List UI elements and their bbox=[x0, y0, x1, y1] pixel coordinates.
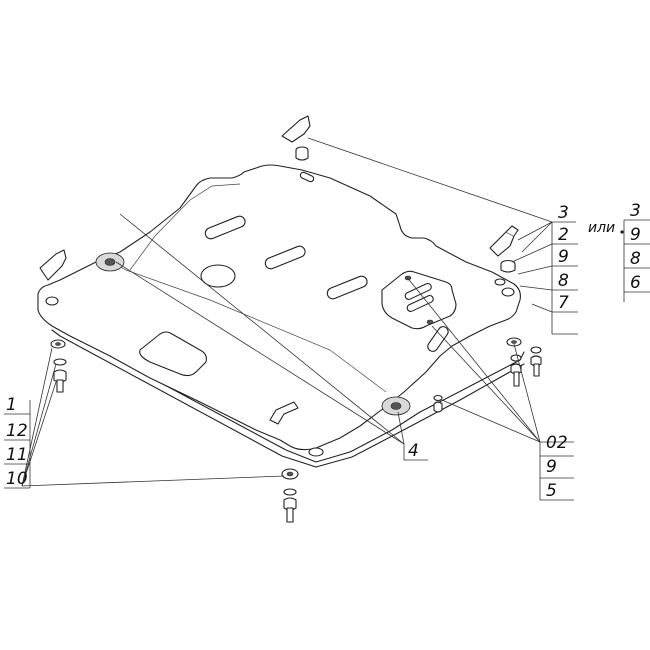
leader-lines bbox=[21, 137, 553, 487]
alternative-label: или bbox=[588, 220, 615, 236]
bracket-right bbox=[489, 225, 519, 273]
callout-9: 9 bbox=[558, 247, 569, 267]
callout-stack-bottom: 02 9 5 bbox=[539, 433, 574, 501]
bolt-stack-bottom bbox=[281, 468, 299, 523]
callout-7: 7 bbox=[558, 293, 569, 313]
skid-plate-outline bbox=[37, 164, 521, 451]
hatch-bolt-bottom bbox=[426, 319, 434, 325]
callout-3: 3 bbox=[558, 203, 569, 223]
callout-stack-left: 1 12 11 10 bbox=[4, 395, 31, 489]
drain-cutout bbox=[139, 331, 207, 377]
callout-alt-6: 6 bbox=[630, 273, 641, 293]
skid-plate bbox=[37, 164, 525, 468]
bolt-small-center bbox=[433, 394, 443, 413]
bolt-stack-left bbox=[50, 339, 67, 393]
mount-bolt-left bbox=[104, 258, 116, 266]
slot-1 bbox=[204, 215, 246, 240]
hatch-slot-2 bbox=[406, 294, 434, 312]
service-hole bbox=[200, 264, 236, 288]
callout-1: 1 bbox=[6, 395, 17, 415]
mount-bolt-right bbox=[390, 402, 402, 410]
slot-3 bbox=[326, 275, 368, 300]
callout-stack-right: 3 2 9 8 7 bbox=[551, 203, 578, 335]
callout-11: 11 bbox=[6, 445, 28, 465]
callout-alt-9: 9 bbox=[630, 225, 641, 245]
bracket-top bbox=[281, 115, 311, 161]
callout-alt-8: 8 bbox=[630, 249, 641, 269]
slot-2 bbox=[264, 245, 306, 270]
callout-8: 8 bbox=[558, 271, 569, 291]
callout-center: 4 bbox=[403, 441, 428, 461]
corner-hole-right bbox=[501, 287, 515, 297]
callout-alt-3: 3 bbox=[630, 201, 641, 221]
skid-plate-fold-line-2 bbox=[129, 183, 241, 271]
bracket-left bbox=[39, 249, 67, 281]
edge-hole-bottom bbox=[308, 447, 324, 457]
callout-12: 12 bbox=[6, 421, 28, 441]
callout-5: 5 bbox=[546, 481, 557, 501]
bolt-stack-right bbox=[506, 337, 542, 387]
edge-bracket-bottom bbox=[269, 401, 299, 425]
small-slot-top bbox=[299, 171, 315, 183]
callout-02: 02 bbox=[546, 433, 568, 453]
skid-plate-flange bbox=[51, 329, 525, 468]
callout-10: 10 bbox=[6, 469, 28, 489]
corner-hole-left bbox=[45, 296, 59, 306]
slot-4 bbox=[427, 326, 449, 352]
edge-hole-right bbox=[494, 278, 506, 286]
callout-stack-alternative: 3 9 8 6 bbox=[620, 201, 650, 302]
callout-bottom-9: 9 bbox=[546, 457, 557, 477]
callout-2: 2 bbox=[558, 225, 569, 245]
callout-4: 4 bbox=[408, 441, 419, 461]
